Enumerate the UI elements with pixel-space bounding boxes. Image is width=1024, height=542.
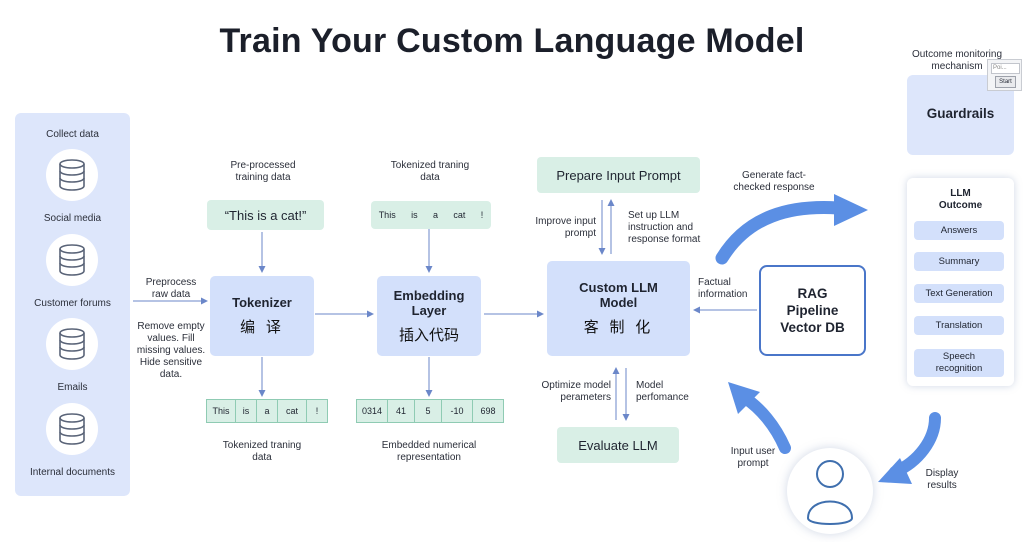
database-icon [46, 234, 98, 286]
source-label-social: Social media [43, 213, 102, 224]
database-icon [46, 149, 98, 201]
tokenizer-title: Tokenizer [232, 295, 292, 310]
token-text: This [378, 210, 396, 220]
embedded-value-cell: 41 [387, 399, 415, 423]
database-icon [46, 403, 98, 455]
token-text: cat [453, 210, 466, 220]
rag-title: RAG Pipeline Vector DB [780, 286, 845, 335]
embedded-values-row: 0314 41 5 -10 698 [356, 399, 504, 423]
data-sources-panel: Collect data Social media Customer forum… [15, 113, 130, 496]
tokenizer-cjk-label: 编 译 [240, 318, 284, 336]
outcome-monitoring-label: Outcome monitoring mechanism [911, 49, 1003, 72]
outcome-item-summary: Summary [914, 252, 1004, 271]
guardrails-title: Guardrails [926, 106, 995, 121]
outcome-item-text-generation: Text Generation [914, 284, 1004, 303]
custom-llm-cjk-label: 客 制 化 [583, 318, 654, 336]
preprocessed-label: Pre-processed training data [230, 160, 296, 183]
evaluate-llm-box: Evaluate LLM [557, 427, 679, 463]
source-label-collect: Collect data [46, 129, 99, 140]
outcome-item-answers: Answers [914, 221, 1004, 240]
embedding-box: Embedding Layer 插入代码 [377, 276, 481, 356]
source-label-forums: Customer forums [34, 298, 111, 309]
database-icon [46, 318, 98, 370]
token-text: ! [480, 210, 484, 220]
optimize-label: Optimize model perameters [541, 380, 611, 403]
source-label-internal: Internal documents [29, 467, 116, 478]
outcome-item-translation: Translation [914, 316, 1004, 335]
tokenized-input-row: This is a cat ! [371, 201, 491, 229]
outcome-item-speech: Speech recognition [914, 349, 1004, 377]
preprocess-step-label: Preprocess raw data [145, 277, 197, 300]
setup-instruction-label: Set up LLM instruction and response form… [628, 210, 701, 245]
prepare-input-prompt-box: Prepare Input Prompt [537, 157, 700, 193]
source-label-emails: Emails [57, 382, 88, 393]
tokenized-output-row: This is a cat ! [206, 399, 328, 423]
preprocess-note: Remove empty values. Fill missing values… [136, 321, 206, 380]
embedded-value-cell: 0314 [356, 399, 388, 423]
embedding-cjk-label: 插入代码 [398, 325, 459, 344]
token-cell: is [235, 399, 257, 423]
rag-pipeline-box: RAG Pipeline Vector DB [759, 265, 866, 356]
user-icon [806, 460, 854, 525]
token-cell: a [256, 399, 278, 423]
arrow-generate-response [715, 201, 845, 265]
generate-response-label: Generate fact-checked response [733, 170, 815, 193]
embedded-value-cell: 5 [414, 399, 442, 423]
sample-sentence: “This is a cat!” [207, 200, 324, 230]
improve-prompt-label: Improve input prompt [535, 216, 596, 239]
start-button[interactable]: Start [995, 76, 1016, 88]
embedded-output-label: Embedded numerical representation [381, 440, 477, 463]
factual-info-label: Factual information [698, 277, 748, 300]
custom-llm-box: Custom LLM Model 客 制 化 [547, 261, 690, 356]
token-text: is [411, 210, 418, 220]
arrow-input-user-prompt [739, 392, 791, 454]
popup-text-field[interactable]: Poi... [991, 63, 1020, 74]
model-performance-label: Model perfomance [636, 380, 689, 403]
custom-llm-title: Custom LLM Model [579, 280, 658, 310]
tokenizer-box: Tokenizer 编 译 [210, 276, 314, 356]
input-user-prompt-label: Input user prompt [730, 446, 776, 469]
page-title: Train Your Custom Language Model [219, 22, 805, 60]
token-cell: This [206, 399, 236, 423]
embedded-value-cell: 698 [472, 399, 504, 423]
floating-popup: Poi... Start [987, 59, 1022, 91]
embedding-title: Embedding Layer [393, 287, 465, 318]
token-cell: ! [306, 399, 328, 423]
tokenized-output-label: Tokenized traning data [222, 440, 302, 463]
user-avatar [787, 448, 873, 534]
embedded-value-cell: -10 [441, 399, 473, 423]
display-results-label: Display results [925, 468, 959, 491]
token-text: a [432, 210, 438, 220]
llm-outcome-title: LLM Outcome [938, 188, 983, 211]
token-cell: cat [277, 399, 307, 423]
tokenized-input-label: Tokenized traning data [390, 160, 470, 183]
